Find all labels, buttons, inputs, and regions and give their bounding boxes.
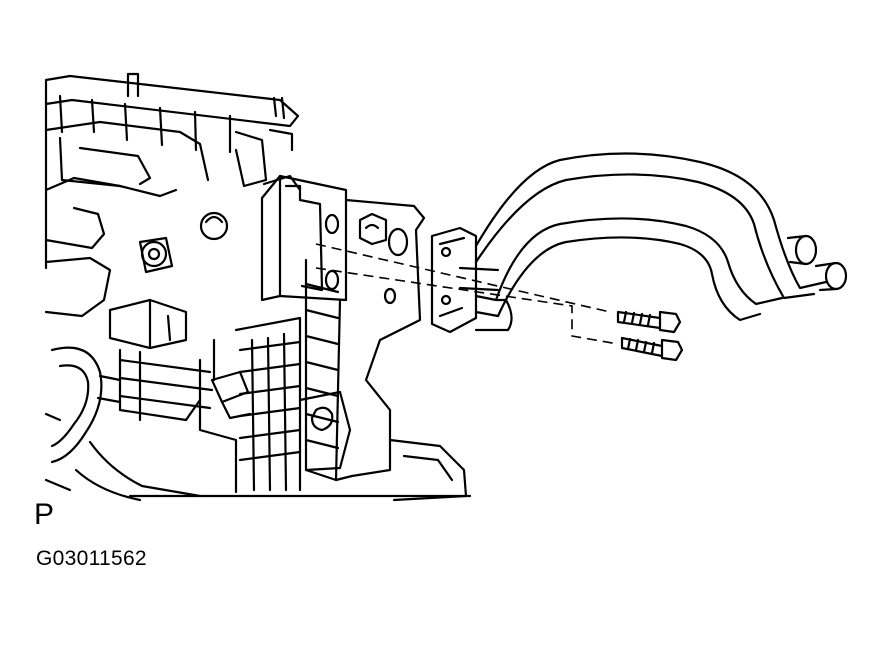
figure-code-label: G03011562 [36, 547, 147, 570]
heater-pipe-assembly [432, 153, 846, 332]
view-letter-label: P [34, 498, 55, 531]
assembly-guide-lines [316, 244, 618, 344]
heater-core-plate [262, 176, 466, 500]
mounting-bolt-lower [622, 338, 682, 360]
heater-unit-housing [46, 74, 470, 500]
mounting-bolt-upper [618, 312, 680, 332]
